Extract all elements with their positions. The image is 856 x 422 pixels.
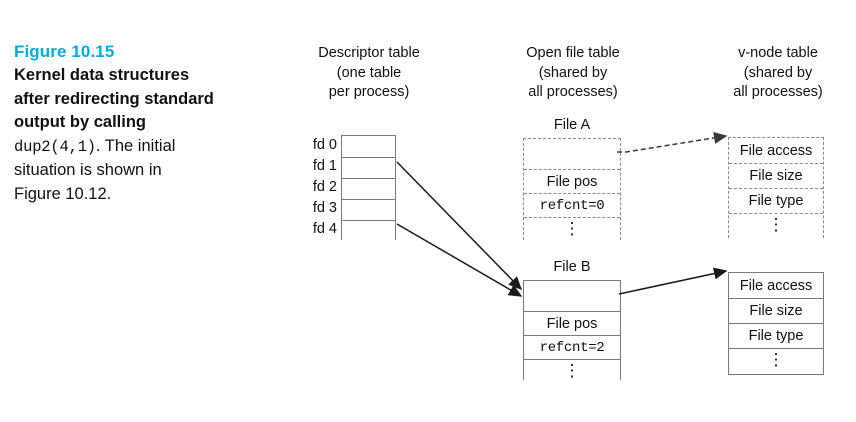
vnode-b-row-ellipsis: ⋮ — [729, 348, 823, 373]
figure-caption-text: Kernel data structures after redirecting… — [14, 64, 282, 206]
vnode-table-header: v-node table (shared by all processes) — [733, 45, 823, 100]
arrow-fd1-to-file-b — [396, 161, 523, 291]
file-b-row-file-pos: File pos — [524, 311, 620, 335]
open-file-entry-file-a: File pos refcnt=0 ⋮ — [523, 138, 621, 241]
caption-line-1: Kernel data structures — [14, 66, 190, 84]
open-file-table-header: Open file table (shared by all processes… — [526, 45, 620, 100]
caption-code-dup2: dup2(4,1) — [14, 137, 96, 156]
vnode-entry-b: File access File size File type ⋮ — [728, 272, 824, 375]
file-a-row-ellipsis: ⋮ — [524, 217, 620, 241]
arrow-file-b-to-vnode-b — [618, 267, 728, 295]
file-b-row-refcnt: refcnt=2 — [524, 335, 620, 359]
file-a-row-pointer — [524, 139, 620, 169]
vnode-a-row-file-access: File access — [729, 138, 823, 163]
file-b-label: File B — [553, 259, 591, 275]
descriptor-row-fd0 — [342, 136, 395, 157]
file-b-row-ellipsis: ⋮ — [524, 359, 620, 383]
file-b-row-pointer — [524, 281, 620, 311]
arrow-file-a-to-vnode-a — [617, 131, 728, 153]
arrow-fd4-to-file-b — [396, 223, 523, 297]
descriptor-table-header: Descriptor table (one table per process) — [318, 45, 420, 100]
descriptor-row-fd2 — [342, 178, 395, 199]
figure-caption: Figure 10.15 Kernel data structures afte… — [14, 40, 282, 206]
vnode-a-row-ellipsis: ⋮ — [729, 213, 823, 238]
fd-label-3: fd 3 — [312, 200, 337, 216]
fd-label-2: fd 2 — [312, 179, 337, 195]
caption-line-6: Figure 10.12. — [14, 184, 112, 203]
open-file-entry-file-b: File pos refcnt=2 ⋮ — [523, 280, 621, 383]
caption-line-4: . The initial — [95, 136, 176, 155]
descriptor-row-fd1 — [342, 157, 395, 178]
caption-line-3: output by calling — [14, 113, 146, 131]
vnode-a-row-file-type: File type — [729, 188, 823, 213]
fd-label-1: fd 1 — [312, 158, 337, 174]
caption-line-5: situation is shown in — [14, 161, 162, 179]
vnode-b-row-file-access: File access — [729, 273, 823, 298]
vnode-a-row-file-size: File size — [729, 163, 823, 188]
descriptor-row-fd3 — [342, 199, 395, 220]
descriptor-row-fd4 — [342, 220, 395, 241]
descriptor-table — [341, 135, 396, 241]
fd-label-4: fd 4 — [312, 221, 337, 237]
file-a-row-file-pos: File pos — [524, 169, 620, 193]
figure-number: Figure 10.15 — [14, 42, 115, 61]
fd-label-0: fd 0 — [312, 137, 337, 153]
file-a-row-refcnt: refcnt=0 — [524, 193, 620, 217]
vnode-b-row-file-type: File type — [729, 323, 823, 348]
vnode-entry-a: File access File size File type ⋮ — [728, 137, 824, 238]
file-a-label: File A — [553, 117, 591, 133]
vnode-b-row-file-size: File size — [729, 298, 823, 323]
caption-line-2: after redirecting standard — [14, 89, 214, 108]
